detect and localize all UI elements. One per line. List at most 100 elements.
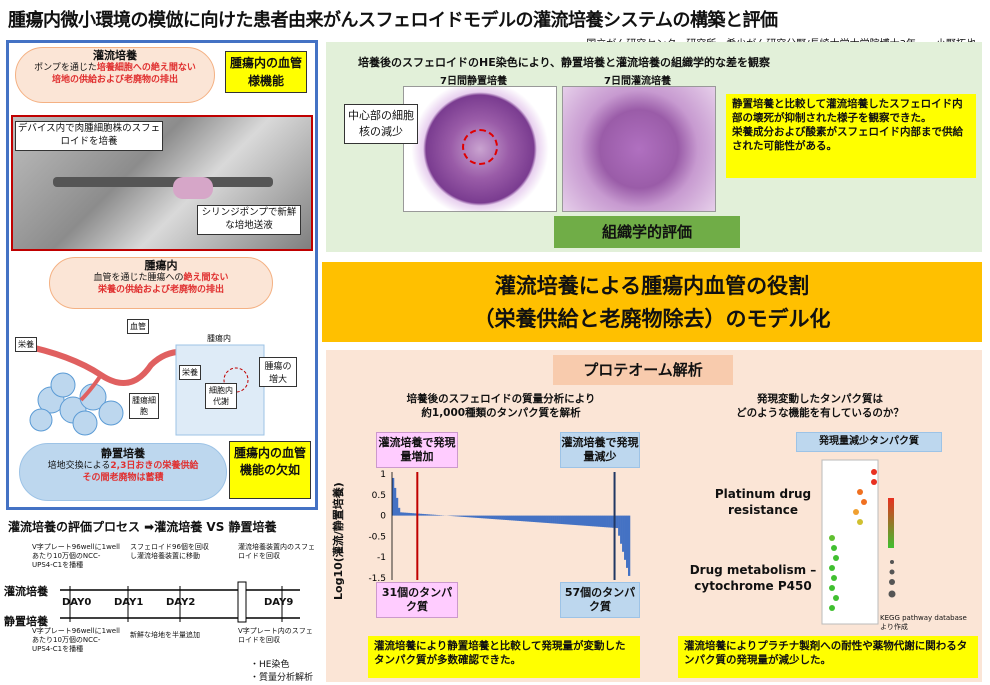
protein-bar (473, 515, 476, 518)
day9: DAY9 (264, 597, 294, 608)
protein-bar (421, 513, 425, 516)
protein-bar (457, 515, 460, 517)
y-tick-label: -1.5 (368, 574, 386, 582)
protein-bar (558, 515, 561, 524)
protein-bar (477, 515, 480, 518)
tumor-heading: 腫瘍内 (144, 259, 178, 272)
finding-2: 栄養成分および酸素がスフェロイド内部まで供給された可能性がある。 (732, 126, 963, 152)
protein-bar (606, 515, 609, 528)
center-callout: 中心部の細胞核の減少 (344, 104, 418, 144)
day0: DAY0 (62, 597, 92, 608)
protein-bar (465, 515, 468, 518)
waterfall-bars (392, 477, 631, 576)
protein-bar (538, 515, 542, 523)
y-axis-label: Log10(灌流/静置培養) (332, 482, 345, 600)
label-perfusion-7d: 7日間灌流培養 (604, 76, 671, 87)
protein-bar (530, 515, 534, 522)
left-heading-2: 約1,000種類のタンパク質を解析 (421, 407, 581, 419)
protein-bar (501, 515, 504, 520)
protein-bar (620, 515, 623, 544)
protein-bar (461, 515, 464, 517)
process-heading: 灌流培養の評価プロセス ➡灌流培養 VS 静置培養 (8, 520, 277, 534)
y-tick-label: -1 (377, 553, 386, 563)
tumor-text-red: 絶え間ない (183, 273, 229, 283)
protein-bar (622, 515, 625, 552)
tumor-text-red2: 栄養の供給および老廃物の排出 (97, 285, 224, 295)
protein-bar (592, 515, 595, 527)
color-legend (888, 498, 894, 548)
dot (829, 605, 835, 611)
protein-bar (399, 512, 403, 516)
vessel-path (20, 342, 202, 386)
histology-heading: 培養後のスフェロイドのHE染色により、静置培養と灌流培養の組織学的な差を観察 (358, 56, 771, 69)
size-legend-dot (890, 560, 894, 564)
protein-bar (407, 512, 411, 516)
finding-1: 静置培養と比較して灌流培養したスフェロイド内部の壊死が抑制された様子を観察できた… (732, 98, 963, 124)
protein-bar (540, 515, 544, 523)
protein-bar (497, 515, 500, 520)
y-tick-label: 0 (380, 512, 386, 522)
protein-bar (568, 515, 571, 525)
output-he: ・HE染色 (250, 660, 290, 670)
protein-bar (495, 515, 498, 520)
dot (829, 535, 835, 541)
protein-bar (610, 515, 613, 528)
protein-bar (594, 515, 597, 527)
label-nutrition2: 栄養 (179, 365, 201, 380)
decreased-tag: 発現量減少タンパク質 (796, 432, 942, 452)
dot (861, 499, 867, 505)
protein-bar (409, 513, 413, 516)
count-up: 31個のタンパク質 (376, 582, 458, 618)
protein-bar (602, 515, 605, 528)
perfusion-oval: 灌流培養 ポンプを通じた培養細胞への絶え間ない 培地の供給および老廃物の排出 (15, 47, 215, 103)
protein-bar (483, 515, 486, 519)
perfusion-text-red2: 培地の供給および老廃物の排出 (51, 75, 178, 85)
protein-bar (437, 515, 440, 516)
protein-bar (425, 514, 428, 516)
protein-bar (554, 515, 557, 524)
protein-bar (618, 515, 621, 536)
tumor-cell-cluster (29, 372, 124, 436)
page-title: 腫瘍内微小環境の模倣に向けた患者由来がんスフェロイドモデルの灌流培養システムの構… (8, 10, 778, 31)
label-vessel: 血管 (127, 319, 149, 334)
label-nutrition: 栄養 (15, 337, 37, 352)
syringe-callout: シリンジポンプで新鮮な培地送液 (197, 205, 301, 235)
protein-bar (491, 515, 494, 519)
static-text-red: 2,3日おきの栄養供給 (110, 461, 199, 471)
pathway-2: Drug metabolism – cytochrome P450 (689, 563, 817, 593)
process-note-bottom1: V字プレート96wellに1wellあたり10万個のNCC-UPS4-C1を播種 (32, 627, 120, 653)
center-line2: （栄養供給と老廃物除去）のモデル化 (473, 307, 831, 331)
center-line1: 灌流培養による腫瘍内血管の役割 (494, 274, 810, 298)
protein-bar (485, 515, 488, 519)
timeline (60, 581, 300, 623)
protein-bar (433, 514, 436, 516)
protein-bar (556, 515, 559, 524)
protein-bar (499, 515, 502, 520)
process-note-top1: V字プレート96wellに1wellあたり10万個のNCC-UPS4-C1を播種 (32, 543, 120, 569)
label-tumor-inner: 腫瘍内 (207, 334, 231, 343)
protein-bar (574, 515, 577, 526)
protein-bar (510, 515, 514, 521)
dot (871, 469, 877, 475)
static-text: 培地交換による (47, 461, 111, 471)
protein-bar (572, 515, 575, 525)
static-lack-label: 腫瘍内の血管機能の欠如 (229, 441, 311, 499)
dot (857, 489, 863, 495)
protein-bar (505, 515, 508, 520)
row-static: 静置培養 (4, 615, 48, 628)
dot (833, 555, 839, 561)
protein-bar (564, 515, 567, 525)
static-heading: 静置培養 (101, 447, 145, 460)
dotplot-frame (821, 459, 879, 625)
tube-icon (173, 177, 213, 199)
protein-bar (417, 513, 421, 516)
process-note-top3: 灌流培養装置内のスフェロイドを回収 (238, 543, 315, 560)
protein-bar (596, 515, 599, 527)
size-legend-dot (889, 569, 895, 575)
dot (853, 509, 859, 515)
dot (831, 545, 837, 551)
process-note-bottom3: V字プレート内のスフェロイドを回収 (238, 627, 313, 644)
process-note-bottom2: 新鮮な培地を半量追加 (130, 631, 200, 639)
protein-bar (509, 515, 512, 521)
increase-box: 灌流培養で発現量増加 (376, 432, 458, 468)
